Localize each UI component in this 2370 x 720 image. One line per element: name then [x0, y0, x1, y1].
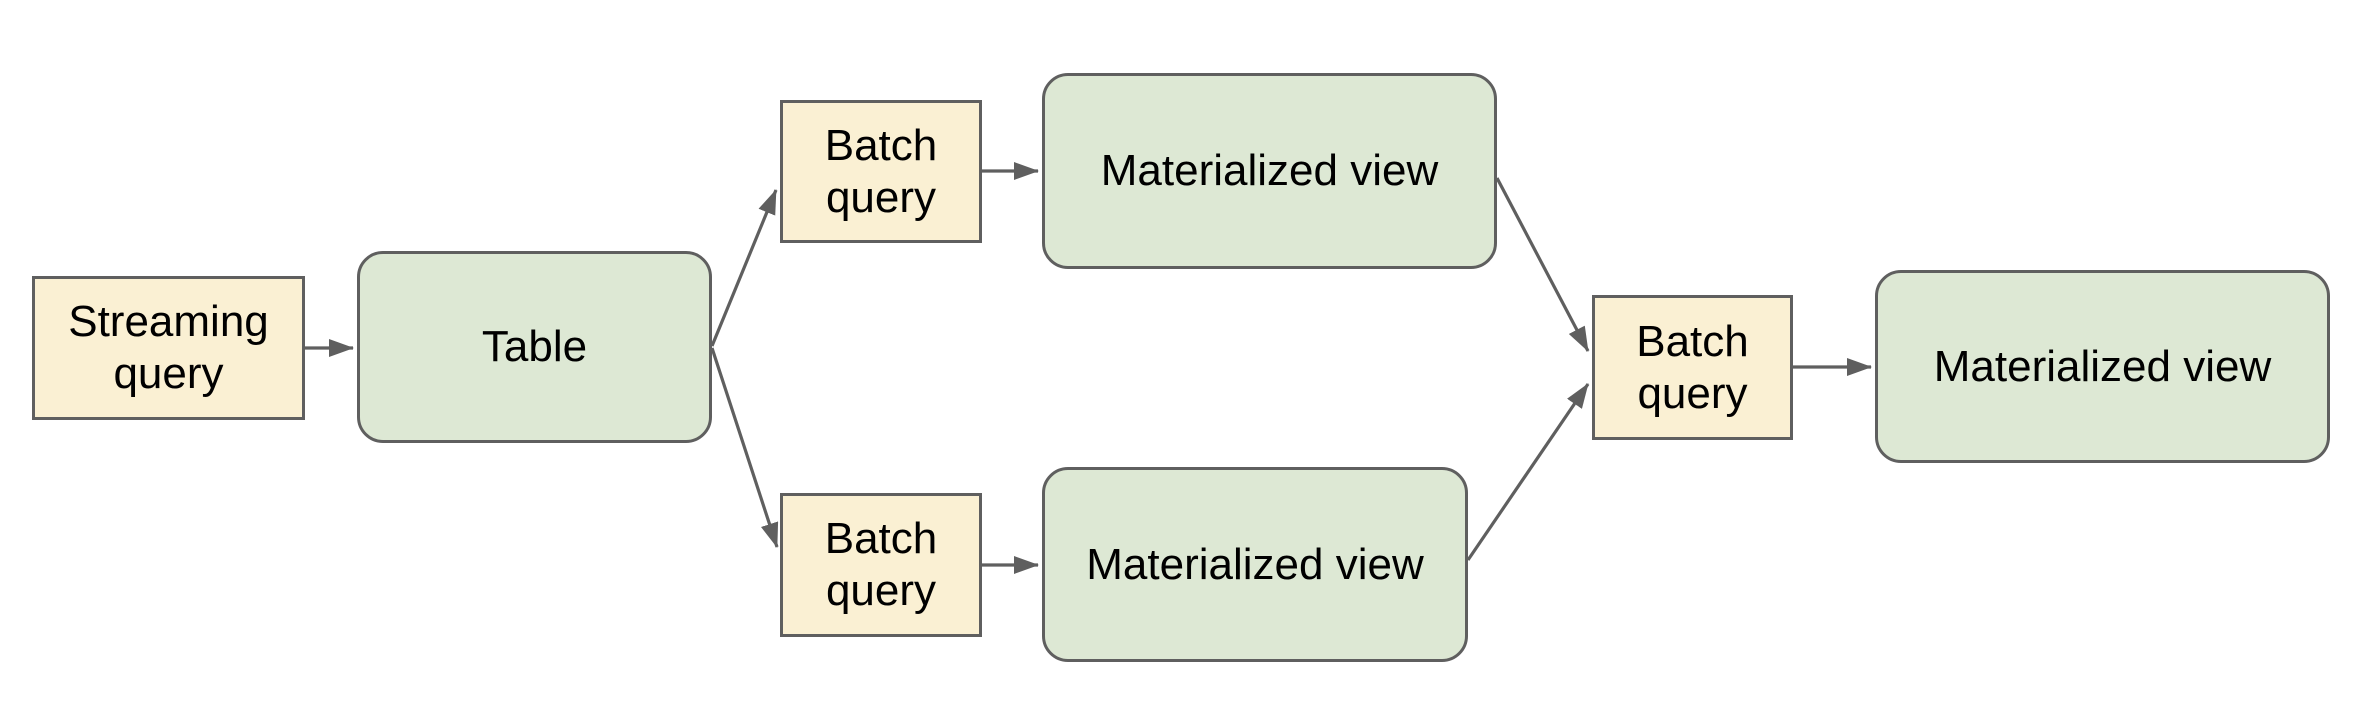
node-label: Streaming query	[68, 297, 269, 398]
node-streaming-query: Streaming query	[32, 276, 305, 420]
node-label: Table	[481, 322, 588, 372]
node-label: Materialized view	[1086, 539, 1424, 589]
node-materialized-view-final: Materialized view	[1875, 270, 2330, 463]
node-label: Batch query	[1636, 316, 1749, 418]
edge-materialized-view-top-to-batch-query-merge	[1495, 177, 1590, 352]
node-materialized-view-bottom: Materialized view	[1042, 467, 1468, 662]
node-label: Batch query	[824, 120, 938, 222]
edge-materialized-view-bottom-to-batch-query-merge	[1466, 383, 1590, 561]
node-batch-query-merge: Batch query	[1592, 295, 1793, 440]
edge-table-to-batch-query-top	[710, 189, 778, 347]
node-batch-query-bottom: Batch query	[780, 493, 982, 637]
node-label: Materialized view	[1100, 146, 1439, 196]
edge-table-to-batch-query-bottom	[710, 347, 779, 548]
node-batch-query-top: Batch query	[780, 100, 982, 243]
node-table: Table	[357, 251, 712, 443]
node-label: Materialized view	[1933, 341, 2272, 391]
node-materialized-view-top: Materialized view	[1042, 73, 1497, 269]
node-label: Batch query	[824, 514, 938, 615]
